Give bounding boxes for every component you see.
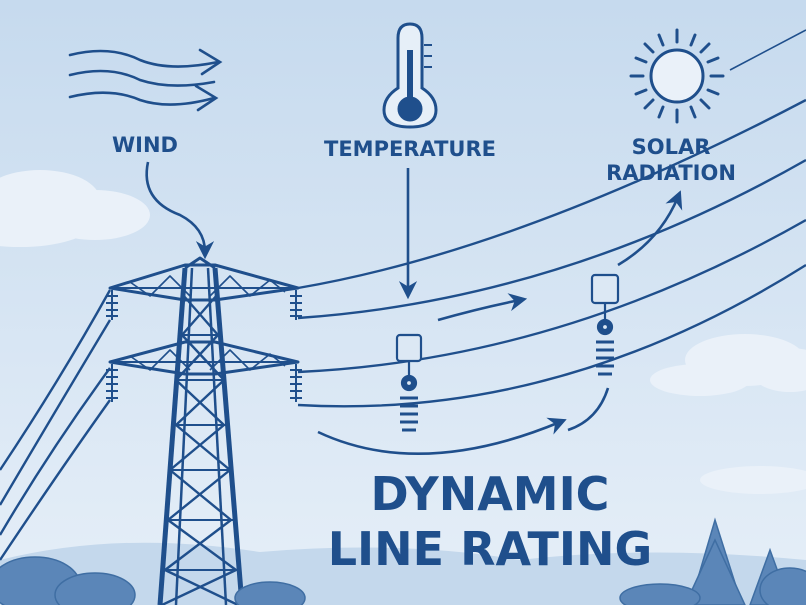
line-sensor-2 — [590, 273, 620, 376]
line-sensor-1 — [395, 333, 423, 432]
label-radiation: RADIATION — [606, 161, 736, 185]
transmission-tower — [106, 256, 302, 605]
wind-icon — [68, 48, 223, 112]
clouds — [0, 170, 806, 494]
label-temperature: TEMPERATURE — [324, 137, 496, 161]
label-wind: WIND — [112, 133, 178, 157]
thermometer-icon — [382, 22, 438, 129]
flow-arrows — [145, 161, 683, 456]
title-line-2: LINE RATING — [328, 522, 653, 576]
power-lines — [0, 29, 806, 561]
title-line-1: DYNAMIC — [371, 467, 610, 521]
trees — [0, 517, 806, 605]
sun-icon — [629, 28, 725, 124]
label-solar: SOLAR — [632, 135, 711, 159]
distant-hills — [0, 542, 806, 605]
